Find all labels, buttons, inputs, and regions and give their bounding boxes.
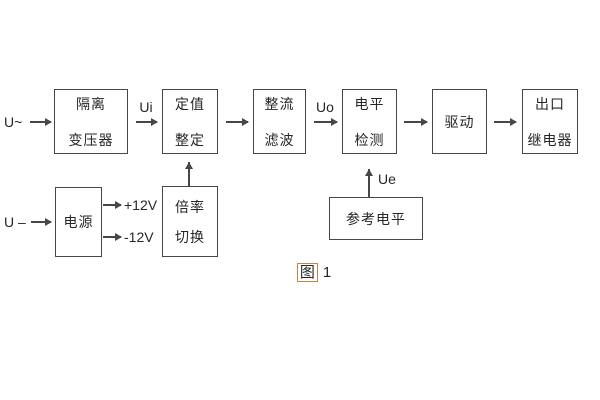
block-label: 整定 xyxy=(175,131,205,148)
block-drive: 驱动 xyxy=(432,89,487,154)
arrow-drive-to-relay xyxy=(494,121,516,123)
arrow-ratio-to-setting xyxy=(188,162,190,186)
block-label: 驱动 xyxy=(444,113,475,130)
arrow-rectifier-to-level xyxy=(314,121,337,123)
block-label: 倍率 xyxy=(175,198,205,215)
label-ue: Ue xyxy=(378,171,396,187)
block-label: 定值 xyxy=(175,95,205,112)
arrow-reference-to-level xyxy=(368,169,370,197)
label-minus-12v: -12V xyxy=(124,229,154,245)
block-level-detect: 电平 检测 xyxy=(342,89,397,154)
block-label: 切换 xyxy=(175,228,205,245)
block-isolation-transformer: 隔离 变压器 xyxy=(54,89,128,154)
block-reference-level: 参考电平 xyxy=(329,197,423,240)
arrow-level-to-drive xyxy=(404,121,427,123)
label-ui: Ui xyxy=(139,99,153,115)
block-label: 出口 xyxy=(535,95,565,112)
block-rectifier-filter: 整流 滤波 xyxy=(253,89,306,154)
arrow-power-plus12v xyxy=(103,204,121,206)
block-value-setting: 定值 整定 xyxy=(162,89,218,154)
label-u-ac-input: U~ xyxy=(4,114,23,130)
block-label: 继电器 xyxy=(527,131,573,148)
block-label: 参考电平 xyxy=(346,210,406,227)
block-label: 变压器 xyxy=(68,131,114,148)
arrow-power-minus12v xyxy=(103,236,121,238)
caption-number: 1 xyxy=(322,264,332,281)
block-ratio-switch: 倍率 切换 xyxy=(162,186,218,257)
arrow-setting-to-rectifier xyxy=(226,121,248,123)
block-label: 滤波 xyxy=(264,131,295,148)
arrow-uac-to-transformer xyxy=(30,121,51,123)
block-label: 电源 xyxy=(63,214,94,230)
block-power-supply: 电源 xyxy=(55,187,102,257)
block-label: 整流 xyxy=(264,95,295,112)
block-output-relay: 出口 继电器 xyxy=(522,89,578,154)
arrow-transformer-to-setting xyxy=(136,121,157,123)
block-label: 隔离 xyxy=(76,95,106,112)
arrow-udc-to-power xyxy=(31,221,51,223)
caption-figure-char: 图 xyxy=(296,263,318,283)
block-label: 检测 xyxy=(354,131,385,148)
block-label: 电平 xyxy=(354,95,385,112)
label-u-dc-input: U – xyxy=(4,214,26,230)
label-plus-12v: +12V xyxy=(124,197,158,213)
label-uo: Uo xyxy=(316,99,334,115)
